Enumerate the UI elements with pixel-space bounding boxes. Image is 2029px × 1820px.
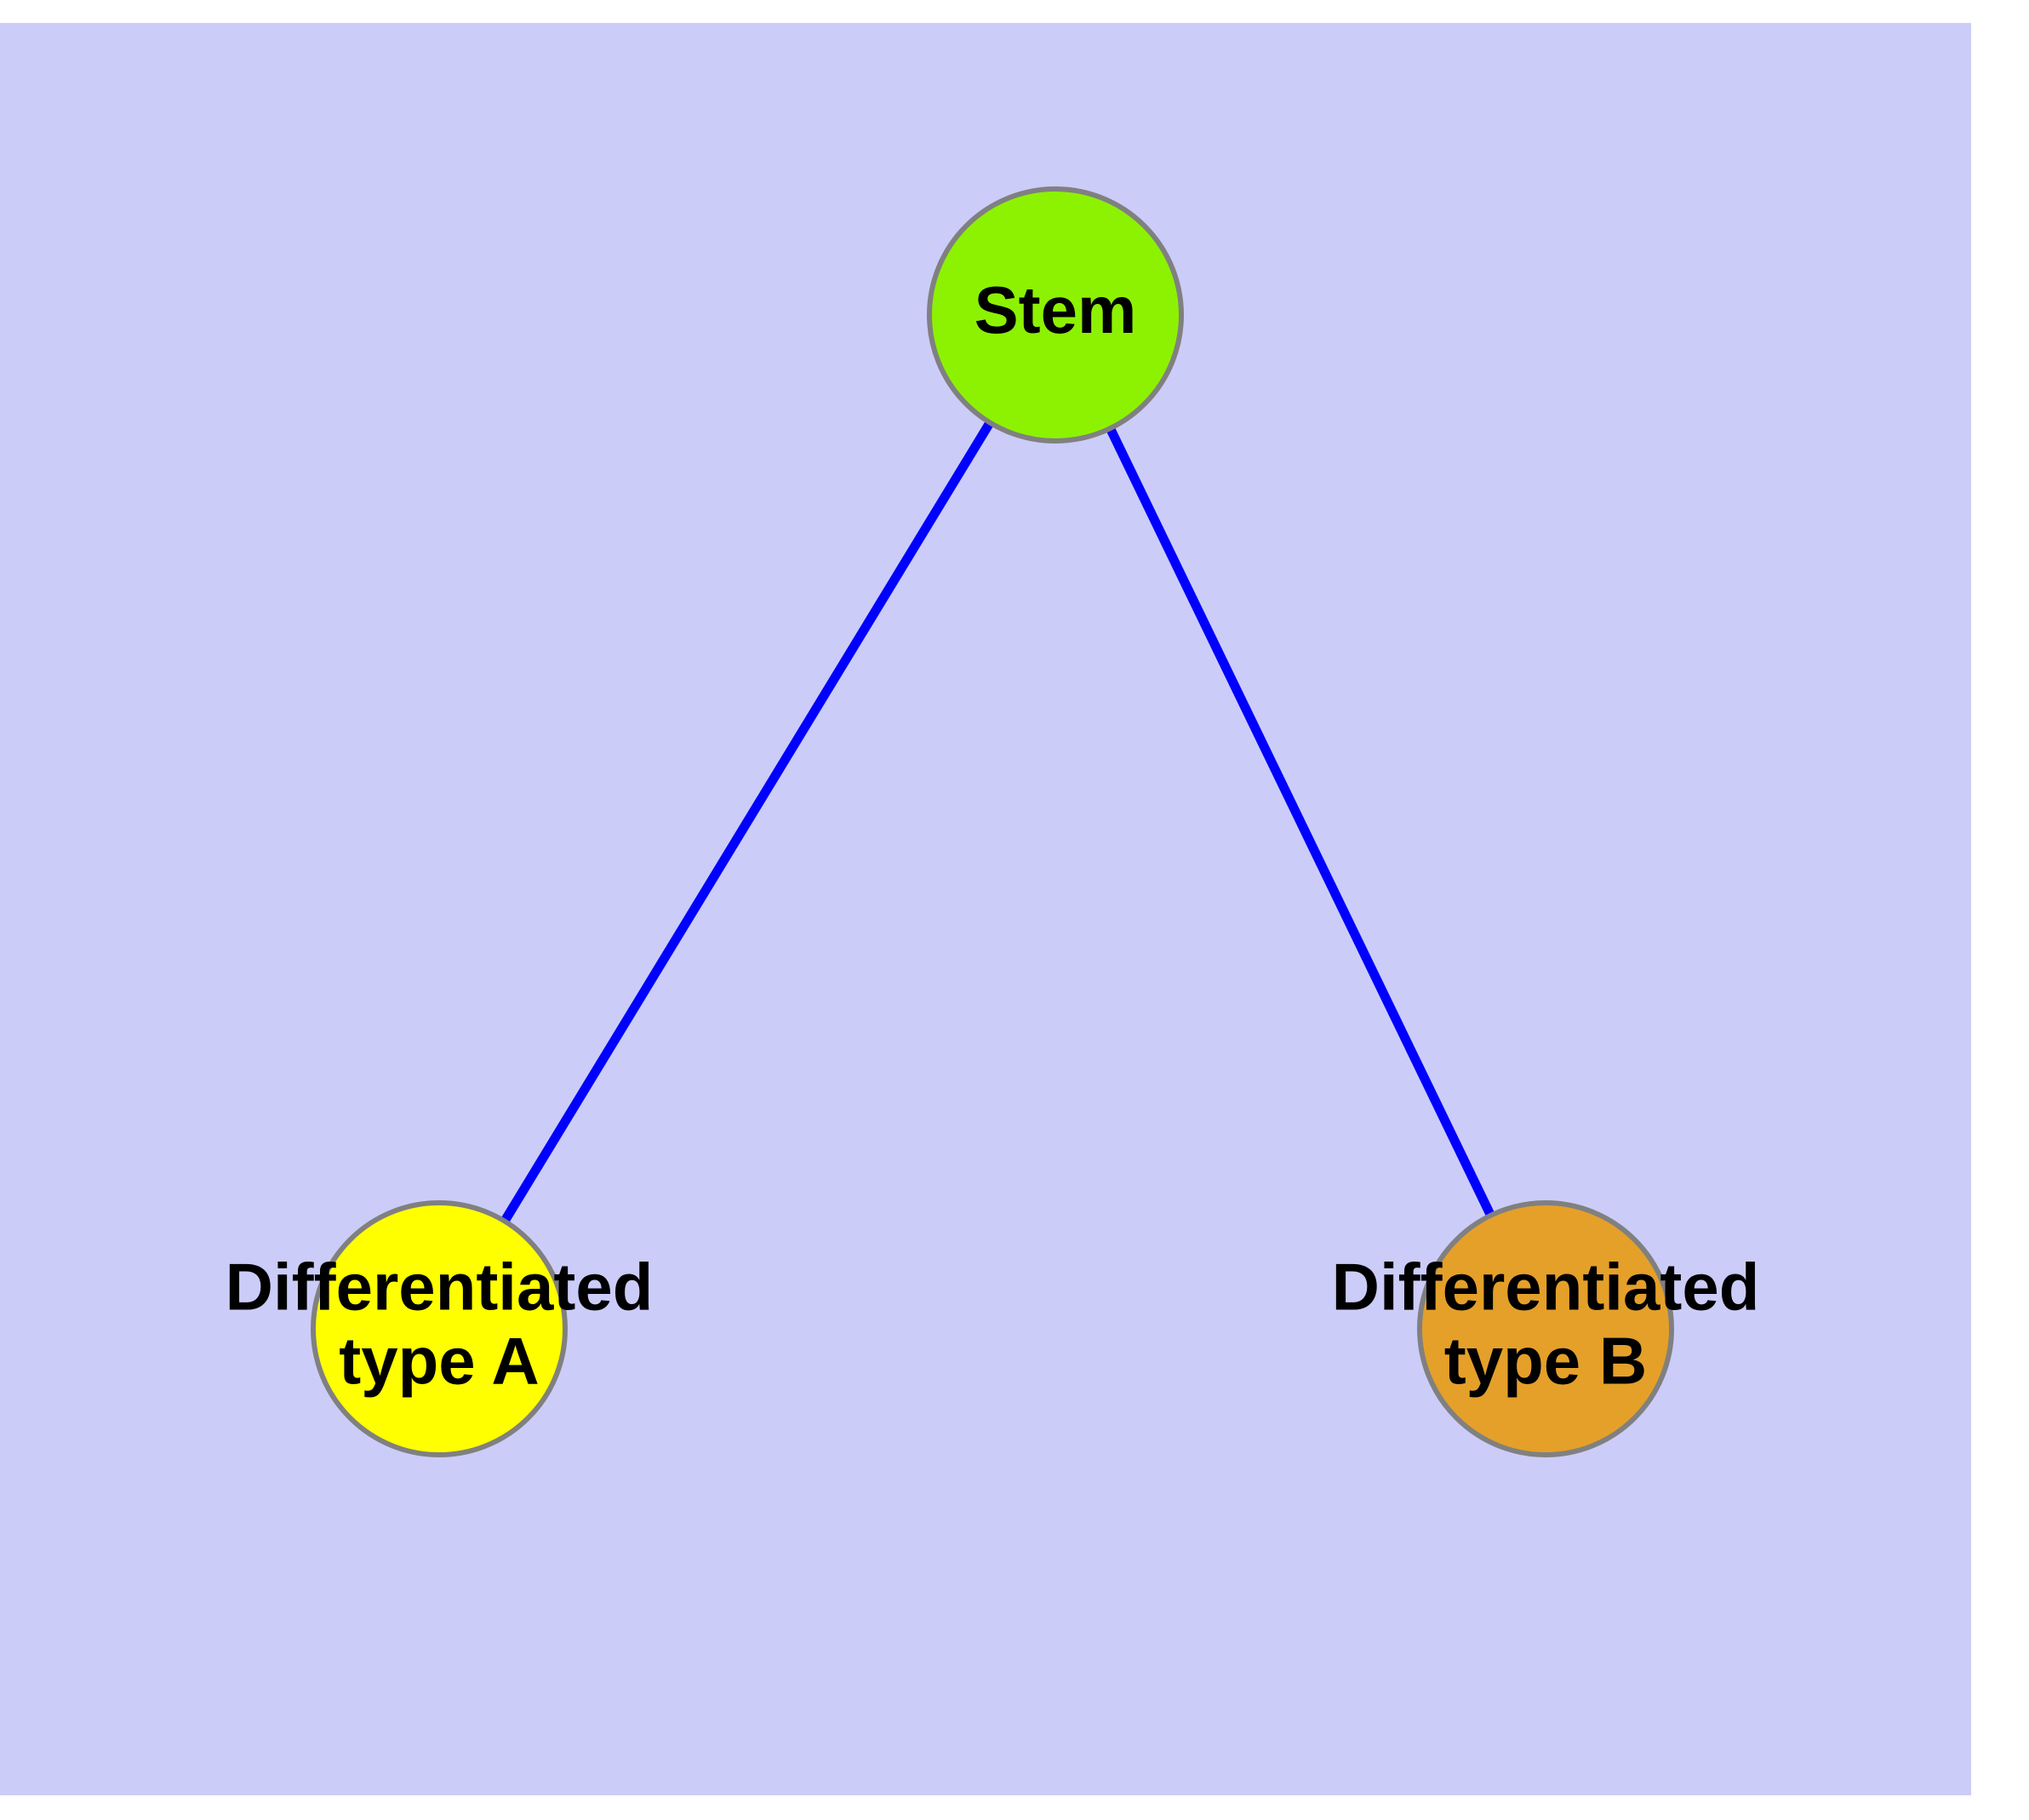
- node-diff_a[interactable]: [311, 1200, 568, 1457]
- node-label-line: Differentiated: [226, 1249, 654, 1324]
- node-label-line: type A: [339, 1323, 540, 1398]
- node-label-line: type B: [1444, 1323, 1647, 1398]
- node-label-stem: Stem: [974, 272, 1137, 347]
- edges-group: [500, 420, 1495, 1224]
- node-label-line: Stem: [974, 272, 1137, 347]
- node-stem[interactable]: [927, 186, 1184, 444]
- edge-stem-diff_b[interactable]: [1106, 426, 1495, 1218]
- edge-stem-diff_a[interactable]: [500, 420, 994, 1224]
- node-label-line: Differentiated: [1332, 1249, 1760, 1324]
- nodes-group: [311, 186, 1674, 1457]
- node-diff_b[interactable]: [1417, 1200, 1674, 1457]
